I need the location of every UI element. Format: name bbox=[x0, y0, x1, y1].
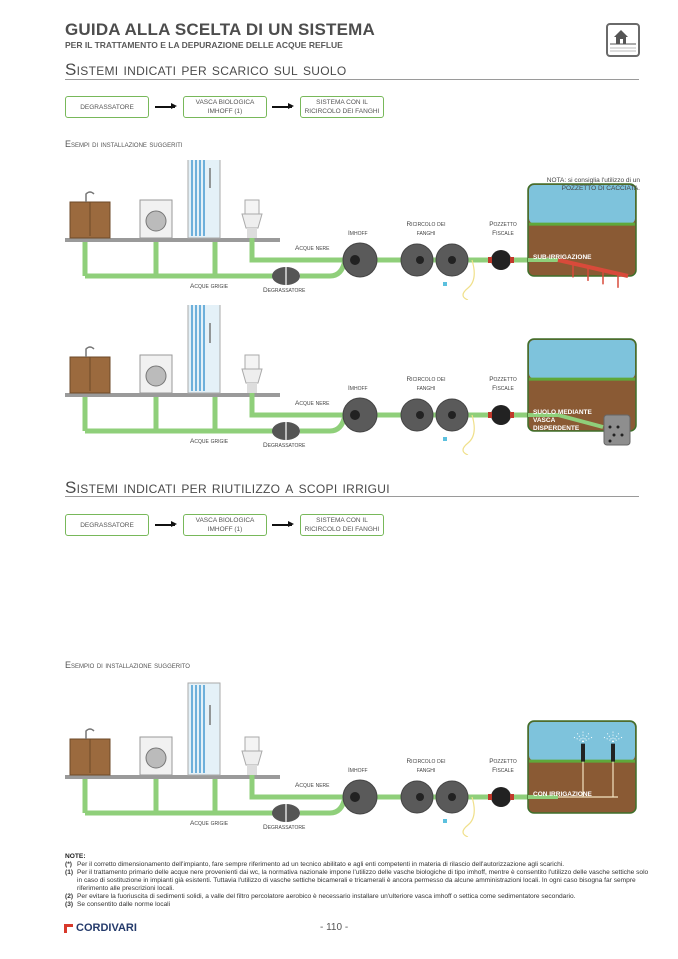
inspection-chamber-icon bbox=[491, 787, 511, 807]
toilet-icon bbox=[244, 199, 260, 215]
diagram-illustration bbox=[65, 305, 637, 455]
aerator-icon bbox=[443, 437, 447, 441]
label-ricircolo-fanghi: Ricircolo dei fanghi bbox=[406, 221, 446, 237]
note-item: (*) Per il corretto dimensionamento dell'… bbox=[65, 861, 655, 869]
label-pozzetto-fiscale: Pozzetto Fiscale bbox=[489, 758, 517, 774]
aerator-icon bbox=[443, 282, 447, 286]
arrow-icon bbox=[272, 103, 294, 109]
cordivari-logo-icon bbox=[64, 923, 73, 933]
sky-area bbox=[529, 185, 635, 224]
flow-box-imhoff: VASCA BIOLOGICA IMHOFF (1) bbox=[183, 514, 267, 536]
label-pozzetto-fiscale: Pozzetto Fiscale bbox=[489, 376, 517, 392]
black-water-pipe bbox=[249, 775, 345, 800]
floor-slab bbox=[65, 238, 280, 242]
note-text: Per il trattamento primario delle acque … bbox=[77, 869, 649, 892]
example-heading: Esempio di installazione suggerito bbox=[65, 660, 190, 670]
arrow-icon bbox=[155, 521, 177, 527]
label-imhoff: Imhoff bbox=[348, 230, 368, 237]
label-imhoff: Imhoff bbox=[348, 767, 368, 774]
outlet-label: CON IRRIGAZIONE bbox=[533, 791, 592, 798]
outlet-label: SUOLO MEDIANTE VASCA DISPERDENTE bbox=[533, 409, 592, 432]
floor-slab bbox=[65, 393, 280, 397]
aerator-cable bbox=[462, 414, 475, 455]
note-key: (2) bbox=[65, 893, 74, 900]
section-heading-irrigation: Sistemi indicati per riutilizzo a scopi … bbox=[65, 478, 390, 497]
inspection-chamber-icon bbox=[491, 405, 511, 425]
note-text: Per il corretto dimensionamento dell'imp… bbox=[77, 861, 565, 868]
arrow-icon bbox=[155, 103, 177, 109]
label-acque-grigie: Acque grigie bbox=[190, 820, 229, 827]
diagram-illustration bbox=[65, 682, 637, 837]
label-acque-nere: Acque nere bbox=[295, 782, 330, 789]
aerator-cable bbox=[462, 796, 475, 837]
flow-box-degrassatore: DEGRASSATORE bbox=[65, 514, 149, 536]
section-divider bbox=[65, 79, 639, 80]
note-text: Se consentito dalle norme locali bbox=[77, 901, 171, 908]
label-pozzetto-fiscale: Pozzetto Fiscale bbox=[489, 221, 517, 237]
note-item: (1)Per il trattamento primario delle acq… bbox=[65, 869, 655, 893]
note-key: (*) bbox=[65, 861, 72, 868]
floor-slab bbox=[65, 775, 280, 779]
sprinkler-icon bbox=[611, 743, 615, 762]
notes-block: NOTE: (*) Per il corretto dimensionamento… bbox=[65, 853, 655, 909]
brand-name: CORDIVARI bbox=[76, 922, 137, 934]
toilet-icon bbox=[244, 354, 260, 370]
house-ground-icon bbox=[606, 23, 640, 57]
brand-logo: CORDIVARI bbox=[64, 922, 137, 934]
page-title: GUIDA ALLA SCELTA DI UN SISTEMA bbox=[65, 20, 375, 39]
diagram-illustration bbox=[65, 160, 637, 300]
aerator-icon bbox=[443, 819, 447, 823]
examples-heading: Esempi di installazione suggeriti bbox=[65, 139, 183, 149]
black-water-pipe bbox=[249, 393, 345, 418]
label-acque-grigie: Acque grigie bbox=[190, 283, 229, 290]
page-number: - 110 - bbox=[320, 922, 349, 933]
faucet-icon bbox=[85, 191, 95, 202]
label-degrassatore: Degrassatore bbox=[263, 442, 306, 449]
inspection-chamber-icon bbox=[491, 250, 511, 270]
dispersal-tank-icon bbox=[603, 414, 631, 446]
note-text: Per evitare la fuoriuscita di sedimenti … bbox=[77, 893, 576, 900]
label-degrassatore: Degrassatore bbox=[263, 287, 306, 294]
toilet-icon bbox=[244, 736, 260, 752]
perforated-pipe-icon bbox=[557, 258, 629, 278]
sky-area bbox=[529, 340, 635, 379]
notes-title: NOTE: bbox=[65, 853, 86, 860]
label-imhoff: Imhoff bbox=[348, 385, 368, 392]
section-heading-soil: Sistemi indicati per scarico sul suolo bbox=[65, 60, 347, 79]
section-divider bbox=[65, 496, 639, 497]
flow-box-ricircolo: SISTEMA CON IL RICIRCOLO DEI FANGHI bbox=[300, 514, 384, 536]
aerator-cable bbox=[462, 259, 475, 300]
outlet-label: SUB-IRRIGAZIONE bbox=[533, 254, 592, 261]
flow-box-ricircolo: SISTEMA CON IL RICIRCOLO DEI FANGHI bbox=[300, 96, 384, 118]
grass-line bbox=[529, 222, 635, 226]
note-key: (1) bbox=[65, 869, 74, 876]
label-acque-nere: Acque nere bbox=[295, 245, 330, 252]
note-item: (3)Se consentito dalle norme locali bbox=[65, 901, 655, 909]
faucet-icon bbox=[85, 728, 95, 739]
black-water-pipe bbox=[249, 238, 345, 263]
label-ricircolo-fanghi: Ricircolo dei fanghi bbox=[406, 758, 446, 774]
arrow-icon bbox=[272, 521, 294, 527]
page-subtitle: PER IL TRATTAMENTO E LA DEPURAZIONE DELL… bbox=[65, 40, 343, 50]
grass-line bbox=[529, 377, 635, 381]
label-degrassatore: Degrassatore bbox=[263, 824, 306, 831]
faucet-icon bbox=[85, 346, 95, 357]
flow-box-imhoff: VASCA BIOLOGICA IMHOFF (1) bbox=[183, 96, 267, 118]
note-key: (3) bbox=[65, 901, 74, 908]
sky-area bbox=[529, 722, 635, 761]
note-item: (2)Per evitare la fuoriuscita di sedimen… bbox=[65, 893, 655, 901]
label-acque-nere: Acque nere bbox=[295, 400, 330, 407]
label-ricircolo-fanghi: Ricircolo dei fanghi bbox=[406, 376, 446, 392]
note-pozzetto-cacciata: NOTA: si consiglia l'utilizzo di un POZZ… bbox=[546, 177, 640, 192]
label-acque-grigie: Acque grigie bbox=[190, 438, 229, 445]
sprinkler-icon bbox=[581, 743, 585, 762]
flow-box-degrassatore: DEGRASSATORE bbox=[65, 96, 149, 118]
